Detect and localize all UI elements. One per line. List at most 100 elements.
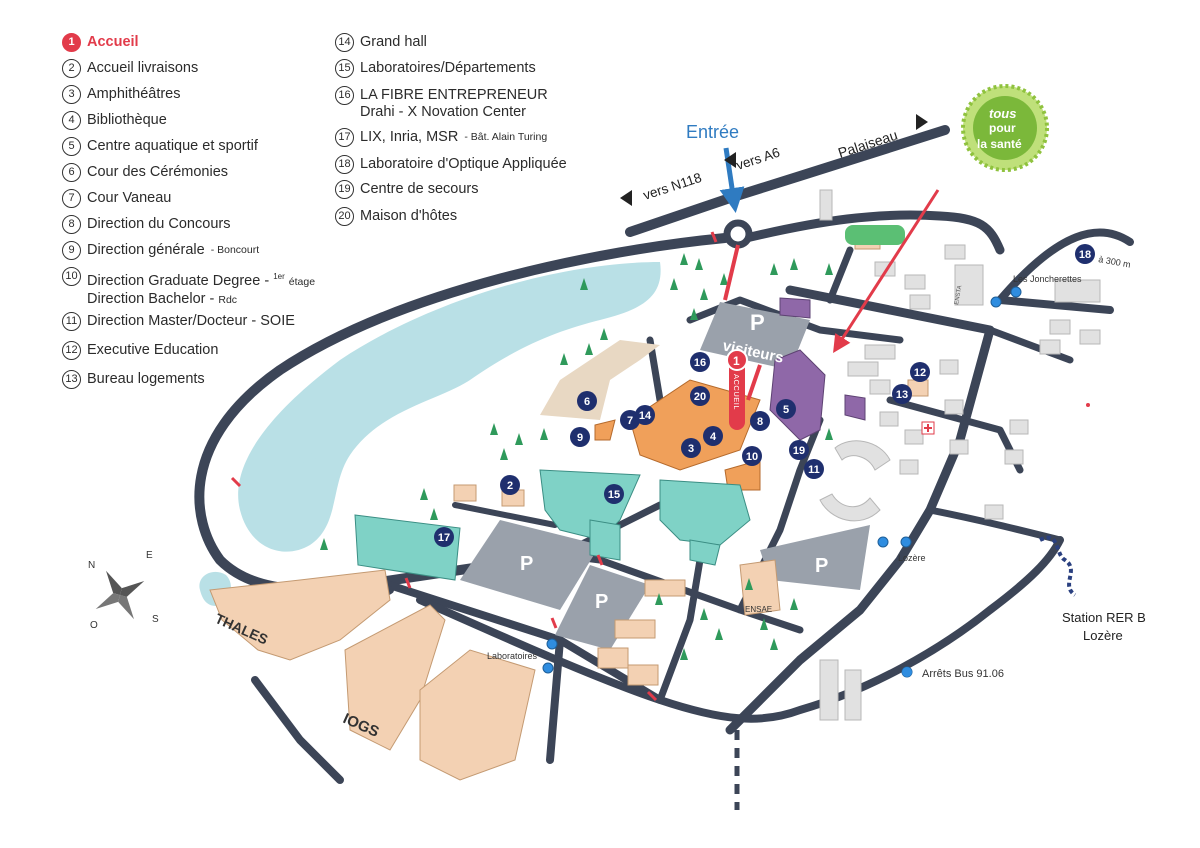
map-marker-20[interactable] <box>690 386 710 406</box>
barriers <box>230 231 718 702</box>
legend-label: Amphithéâtres <box>87 86 181 102</box>
legend-item-6[interactable]: 6 Cour des Cérémonies <box>62 163 229 182</box>
legend-number: 11 <box>62 312 81 331</box>
legend-item-13[interactable]: 13 Bureau logements <box>62 370 205 389</box>
map-marker-6[interactable] <box>577 391 597 411</box>
map-marker-18[interactable] <box>1075 244 1095 264</box>
legend-item-15[interactable]: 15 Laboratoires/Départements <box>335 59 536 78</box>
legend-item-18[interactable]: 18 Laboratoire d'Optique Appliquée <box>335 155 567 174</box>
legend-label: Accueil <box>87 34 139 50</box>
access-route <box>723 244 740 301</box>
legend-number: 16 <box>335 86 354 105</box>
legend-number: 12 <box>62 341 81 360</box>
legend-label: Direction Graduate Degree - <box>87 272 270 289</box>
legend-item-17[interactable]: 17 LIX, Inria, MSR - Bât. Alain Turing <box>335 128 548 147</box>
map-marker-8[interactable] <box>750 411 770 431</box>
map-marker-label-14: 14 <box>639 410 652 422</box>
map-marker-label-20: 20 <box>694 391 706 403</box>
legend-label: LIX, Inria, MSR <box>360 129 459 145</box>
legend-item-1[interactable]: 1 Accueil <box>62 33 139 52</box>
legend-item-14[interactable]: 14 Grand hall <box>335 33 427 52</box>
legend-label: Bibliothèque <box>87 112 167 128</box>
svg-text:la santé: la santé <box>977 137 1022 151</box>
map-marker-label-9: 9 <box>577 432 583 444</box>
legend-label: Centre de secours <box>360 181 479 197</box>
legend-item-4[interactable]: 4 Bibliothèque <box>62 111 167 130</box>
compass-icon <box>95 570 145 620</box>
legend-number: 14 <box>335 33 354 52</box>
map-marker-label-12: 12 <box>914 367 926 379</box>
map-marker-label-2: 2 <box>507 480 513 492</box>
a-300m-label: à 300 m <box>1098 254 1132 269</box>
legend-item-3[interactable]: 3 Amphithéâtres <box>62 85 181 104</box>
map-marker-label-19: 19 <box>793 445 805 457</box>
map-marker-19[interactable] <box>789 440 809 460</box>
map-marker-12[interactable] <box>910 362 930 382</box>
parking-p-1: P <box>520 553 533 575</box>
legend-item-7[interactable]: 7 Cour Vaneau <box>62 189 171 208</box>
building-curve-2 <box>819 493 881 522</box>
legend-number: 17 <box>335 128 354 147</box>
legend-item-12[interactable]: 12 Executive Education <box>62 341 218 360</box>
legend-number: 4 <box>62 111 81 130</box>
compass-o: O <box>90 620 98 631</box>
water-stripe <box>269 451 321 473</box>
legend-item-19[interactable]: 19 Centre de secours <box>335 180 479 199</box>
map-marker-label-4: 4 <box>710 431 717 443</box>
red-dot <box>1086 403 1090 407</box>
legend-note-2: Rdc <box>218 293 238 306</box>
map-marker-15[interactable] <box>604 484 624 504</box>
arrow-red-big <box>833 189 940 354</box>
legend-number: 19 <box>335 180 354 199</box>
map-marker-3[interactable] <box>681 438 701 458</box>
legend-label: Direction du Concours <box>87 216 231 232</box>
svg-text:tous: tous <box>989 106 1016 121</box>
legend-sup: 1er <box>273 272 285 281</box>
map-marker-17[interactable] <box>434 527 454 547</box>
parking-p-2: P <box>595 591 608 613</box>
legend-note: - Bât. Alain Turing <box>464 131 548 143</box>
map-marker-4[interactable] <box>703 426 723 446</box>
les-joncherettes-label: Les Joncherettes <box>1013 274 1082 284</box>
map-marker-13[interactable] <box>892 384 912 404</box>
legend-item-16[interactable]: 16 LA FIBRE ENTREPRENEUR Drahi - X Novat… <box>335 86 548 121</box>
legend-number: 9 <box>62 241 81 260</box>
tous-pour-la-sante-logo: tous pour la santé <box>961 84 1049 172</box>
legend-item-2[interactable]: 2 Accueil livraisons <box>62 59 198 78</box>
map-marker-5[interactable] <box>776 399 796 419</box>
map-marker-label-17: 17 <box>438 532 450 544</box>
station-label: Station RER B <box>1062 610 1146 625</box>
map-marker-10[interactable] <box>742 446 762 466</box>
legend-label: Maison d'hôtes <box>360 208 458 224</box>
map-marker-14[interactable] <box>635 405 655 425</box>
compass-s: S <box>152 614 159 625</box>
legend-item-20[interactable]: 20 Maison d'hôtes <box>335 207 458 226</box>
legend-number: 1 <box>62 33 81 52</box>
legend-item-9[interactable]: 9 Direction générale - Boncourt <box>62 241 259 260</box>
rer-path <box>1039 535 1077 597</box>
legend-label: Laboratoires/Départements <box>360 60 536 76</box>
legend-item-10[interactable]: 10 Direction Graduate Degree - 1er étage… <box>62 267 315 309</box>
compass-n: N <box>88 560 95 571</box>
legend-label: Direction générale <box>87 242 205 258</box>
legend-number: 13 <box>62 370 81 389</box>
legend-item-5[interactable]: 5 Centre aquatique et sportif <box>62 137 258 156</box>
map-marker-2[interactable] <box>500 475 520 495</box>
arrets-bus-label: Arrêts Bus 91.06 <box>922 668 1004 680</box>
map-marker-label-6: 6 <box>584 396 590 408</box>
map-marker-9[interactable] <box>570 427 590 447</box>
legend-number: 15 <box>335 59 354 78</box>
map-marker-16[interactable] <box>690 352 710 372</box>
vers-a6-label: vers A6 <box>734 145 781 173</box>
lake <box>238 262 661 552</box>
map-marker-11[interactable] <box>804 459 824 479</box>
legend-number: 8 <box>62 215 81 234</box>
legend-item-8[interactable]: 8 Direction du Concours <box>62 215 231 234</box>
map-marker-label-11: 11 <box>808 464 820 476</box>
legend-label: Cour des Cérémonies <box>87 164 229 180</box>
legend-number: 3 <box>62 85 81 104</box>
buildings-other <box>209 234 929 781</box>
map-marker-label-13: 13 <box>896 389 908 401</box>
legend-item-11[interactable]: 11 Direction Master/Docteur - SOIE <box>62 312 295 331</box>
